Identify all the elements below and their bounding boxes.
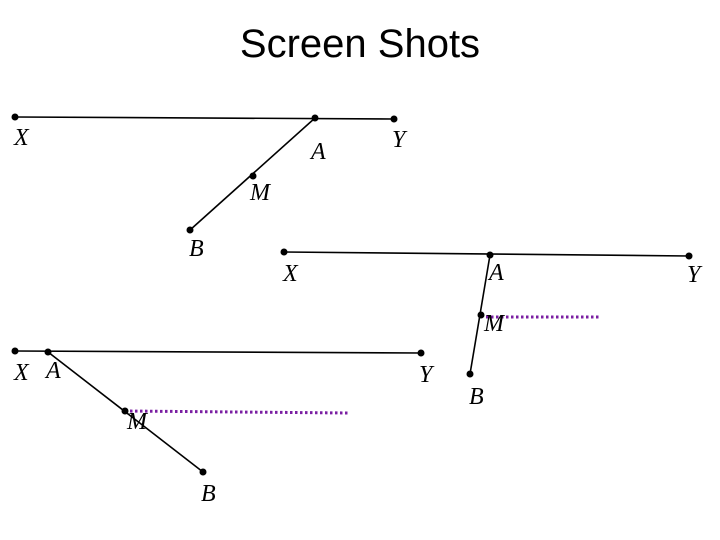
point-m[interactable] [477, 311, 485, 319]
point-y[interactable] [390, 115, 398, 123]
point-y[interactable] [685, 252, 693, 260]
point-m[interactable] [249, 172, 257, 180]
point-x[interactable] [280, 248, 288, 256]
slide-title: Screen Shots [239, 22, 481, 66]
point-b[interactable] [466, 370, 474, 378]
label-a: A [44, 358, 61, 384]
label-a: A [309, 139, 326, 165]
label-a: A [487, 260, 504, 286]
label-m: M [249, 180, 272, 206]
label-x: X [282, 261, 299, 287]
label-m: M [126, 409, 149, 435]
point-m[interactable] [121, 407, 129, 415]
point-x[interactable] [11, 347, 19, 355]
point-a[interactable] [44, 348, 52, 356]
point-b[interactable] [199, 468, 207, 476]
point-b[interactable] [186, 226, 194, 234]
screenshot-2: X A Y M B [280, 248, 703, 410]
line-xy [14, 116, 395, 120]
label-b: B [469, 384, 484, 410]
line-xy [283, 251, 690, 257]
label-x: X [13, 125, 30, 151]
label-b: B [201, 481, 216, 507]
line-xy [14, 350, 422, 354]
label-y: Y [687, 262, 703, 288]
label-y: Y [392, 127, 408, 153]
label-y: Y [419, 362, 435, 388]
label-x: X [13, 360, 30, 386]
point-a[interactable] [486, 251, 494, 259]
label-m: M [483, 311, 506, 337]
point-x[interactable] [11, 113, 19, 121]
point-y[interactable] [417, 349, 425, 357]
point-a[interactable] [311, 114, 319, 122]
screenshot-3: X A Y M B [11, 347, 435, 507]
screenshot-1: X A Y M B [11, 113, 408, 262]
midpoint-dotted-marker [124, 409, 349, 415]
label-b: B [189, 236, 204, 262]
